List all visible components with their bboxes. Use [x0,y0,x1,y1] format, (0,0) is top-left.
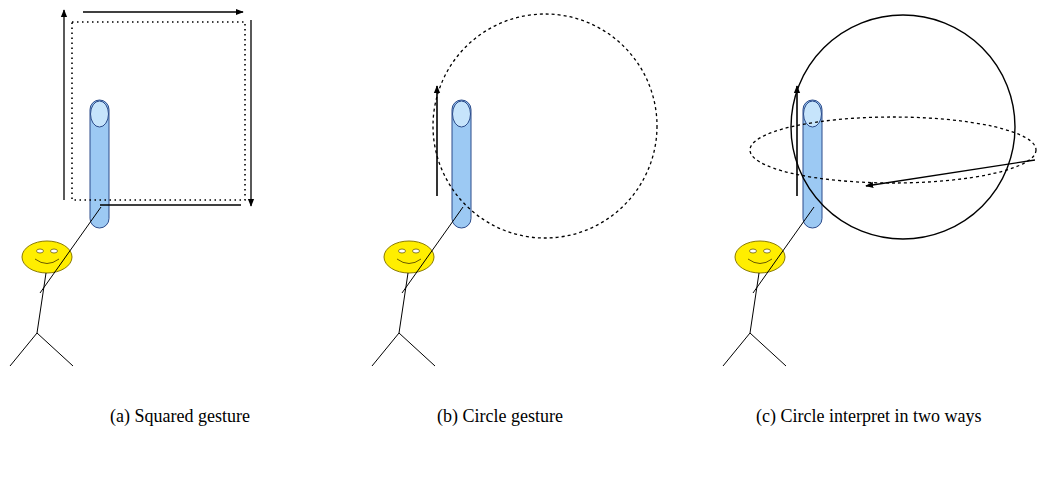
gesture-line [100,204,241,205]
stick-figure [723,100,822,366]
gesture-arrow [796,86,798,196]
gesture-arrow [250,20,251,206]
panel-caption: (a) Squared gesture [110,401,250,431]
dotted-square [72,22,245,200]
panel-caption: (c) Circle interpret in two ways [756,401,990,431]
stick-figure [10,100,109,366]
solid-circle [791,15,1015,239]
dotted-circle [433,14,657,238]
gesture-arrow [436,86,438,196]
panel-caption: (b) Circle gesture [437,401,563,431]
gesture-arrow [866,160,1035,186]
gesture-arrow [83,11,243,12]
gesture-arrow [63,10,64,200]
stick-figure [372,100,471,366]
